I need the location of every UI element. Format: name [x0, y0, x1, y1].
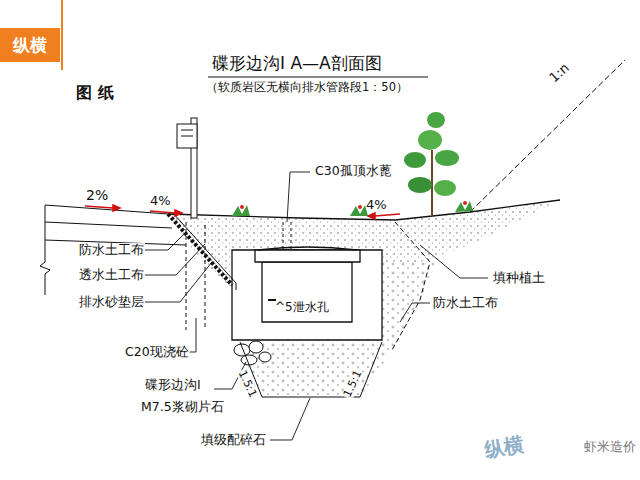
logo-box: 纵横	[0, 28, 60, 62]
part-label: C30孤顶水蓖	[314, 164, 393, 178]
part-label: C20现浇砼	[124, 345, 190, 359]
channel-body	[232, 247, 382, 340]
watermark: 虾米造价	[584, 440, 636, 454]
ground-line	[168, 200, 560, 220]
gravel-fill	[232, 255, 440, 395]
part-label: 填种植土	[492, 271, 546, 285]
slope-arrows	[85, 205, 400, 219]
fill-soil	[168, 200, 560, 290]
accent-line	[61, 0, 63, 70]
c20-boundary	[186, 222, 205, 330]
part-label: 碟形边沟Ⅰ	[144, 378, 202, 392]
part-label: 填级配碎石	[200, 433, 267, 447]
logo-text: 纵横	[13, 34, 47, 57]
grade-label: 4%	[366, 198, 387, 212]
grate-dash	[283, 222, 291, 250]
light-post	[177, 118, 197, 218]
part-label: 排水砂垫层	[78, 295, 145, 309]
part-label: ^5泄水孔	[274, 301, 330, 314]
part-label: M7.5浆砌片石	[140, 400, 225, 414]
section-heading: 图 纸	[76, 84, 114, 102]
geotextile	[172, 212, 236, 290]
subtitle: （软质岩区无横向排水管路段1：50）	[206, 81, 408, 94]
stone-masonry	[234, 341, 271, 365]
grade-label: 4%	[150, 194, 171, 208]
title-underline	[208, 77, 428, 78]
part-label: 防水土工布	[432, 296, 499, 310]
waterproof-geotextile-right	[392, 222, 430, 350]
slope-ratio: 1:n	[546, 60, 573, 86]
slope-line	[470, 60, 625, 212]
part-label: 防水土工布	[78, 243, 145, 257]
plants	[232, 112, 473, 216]
grade-label: 2%	[86, 188, 108, 203]
road-layers	[40, 205, 186, 295]
slope-right	[360, 342, 382, 397]
watermark: 纵横	[482, 433, 525, 462]
drawing-title: 碟形边沟Ⅰ A—A剖面图	[212, 54, 382, 73]
part-label: 透水土工布	[78, 268, 145, 282]
